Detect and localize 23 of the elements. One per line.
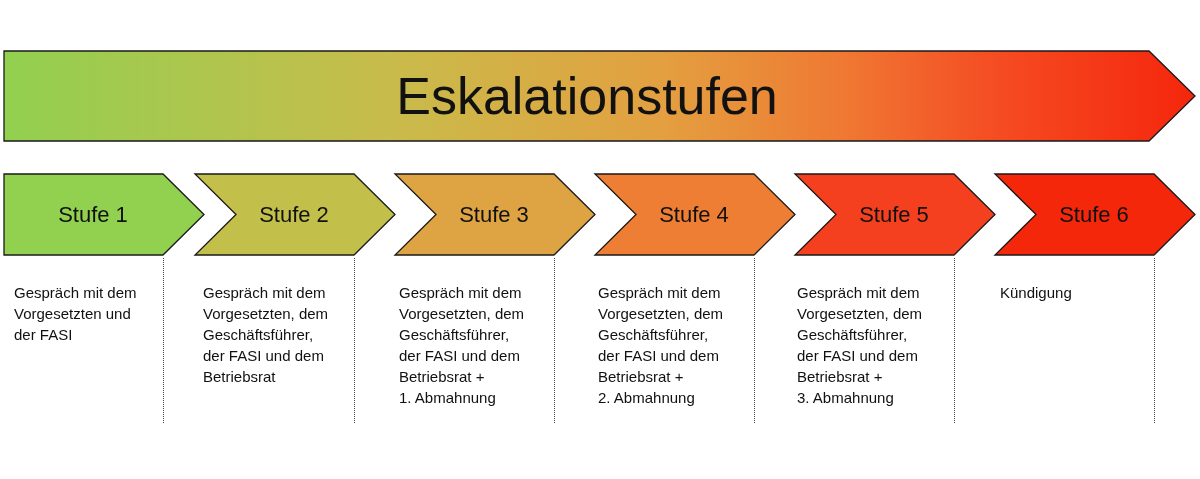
step-label: Stufe 2 [259,201,329,228]
step-description: Gespräch mit dem Vorgesetzten, dem Geschäftsführer, der FASI und dem Betriebsrat + [598,283,725,387]
step-label: Stufe 3 [459,201,529,228]
step-label: Stufe 1 [58,201,128,228]
process-step [194,173,396,256]
step-description: Gespräch mit dem Vorgesetzten, dem Geschäftsführer, der FASI und dem Betriebsrat [203,283,330,387]
step-label: Stufe 6 [1059,201,1129,228]
process-step [994,173,1196,256]
process-step [594,173,796,256]
process-step [394,173,596,256]
step-label: Stufe 4 [659,201,729,228]
title-banner [3,50,1197,142]
process-step [3,173,205,256]
step-description: Gespräch mit dem Vorgesetzten, dem Geschäftsführer, der FASI und dem Betriebsrat + [797,283,924,387]
step-description: Gespräch mit dem Vorgesetzten und der FASI [14,283,138,345]
step-label: Stufe 5 [859,201,929,228]
process-step [794,173,996,256]
step-description: Gespräch mit dem Vorgesetzten, dem Geschäftsführer, der FASI und dem Betriebsrat + [399,283,526,387]
step-description: 3. Abmahnung [797,388,895,408]
step-description: 1. Abmahnung [399,388,497,408]
banner-title: Eskalationstufen [396,66,778,126]
step-description: 2. Abmahnung [598,388,696,408]
step-description: Kündigung [1000,283,1073,303]
